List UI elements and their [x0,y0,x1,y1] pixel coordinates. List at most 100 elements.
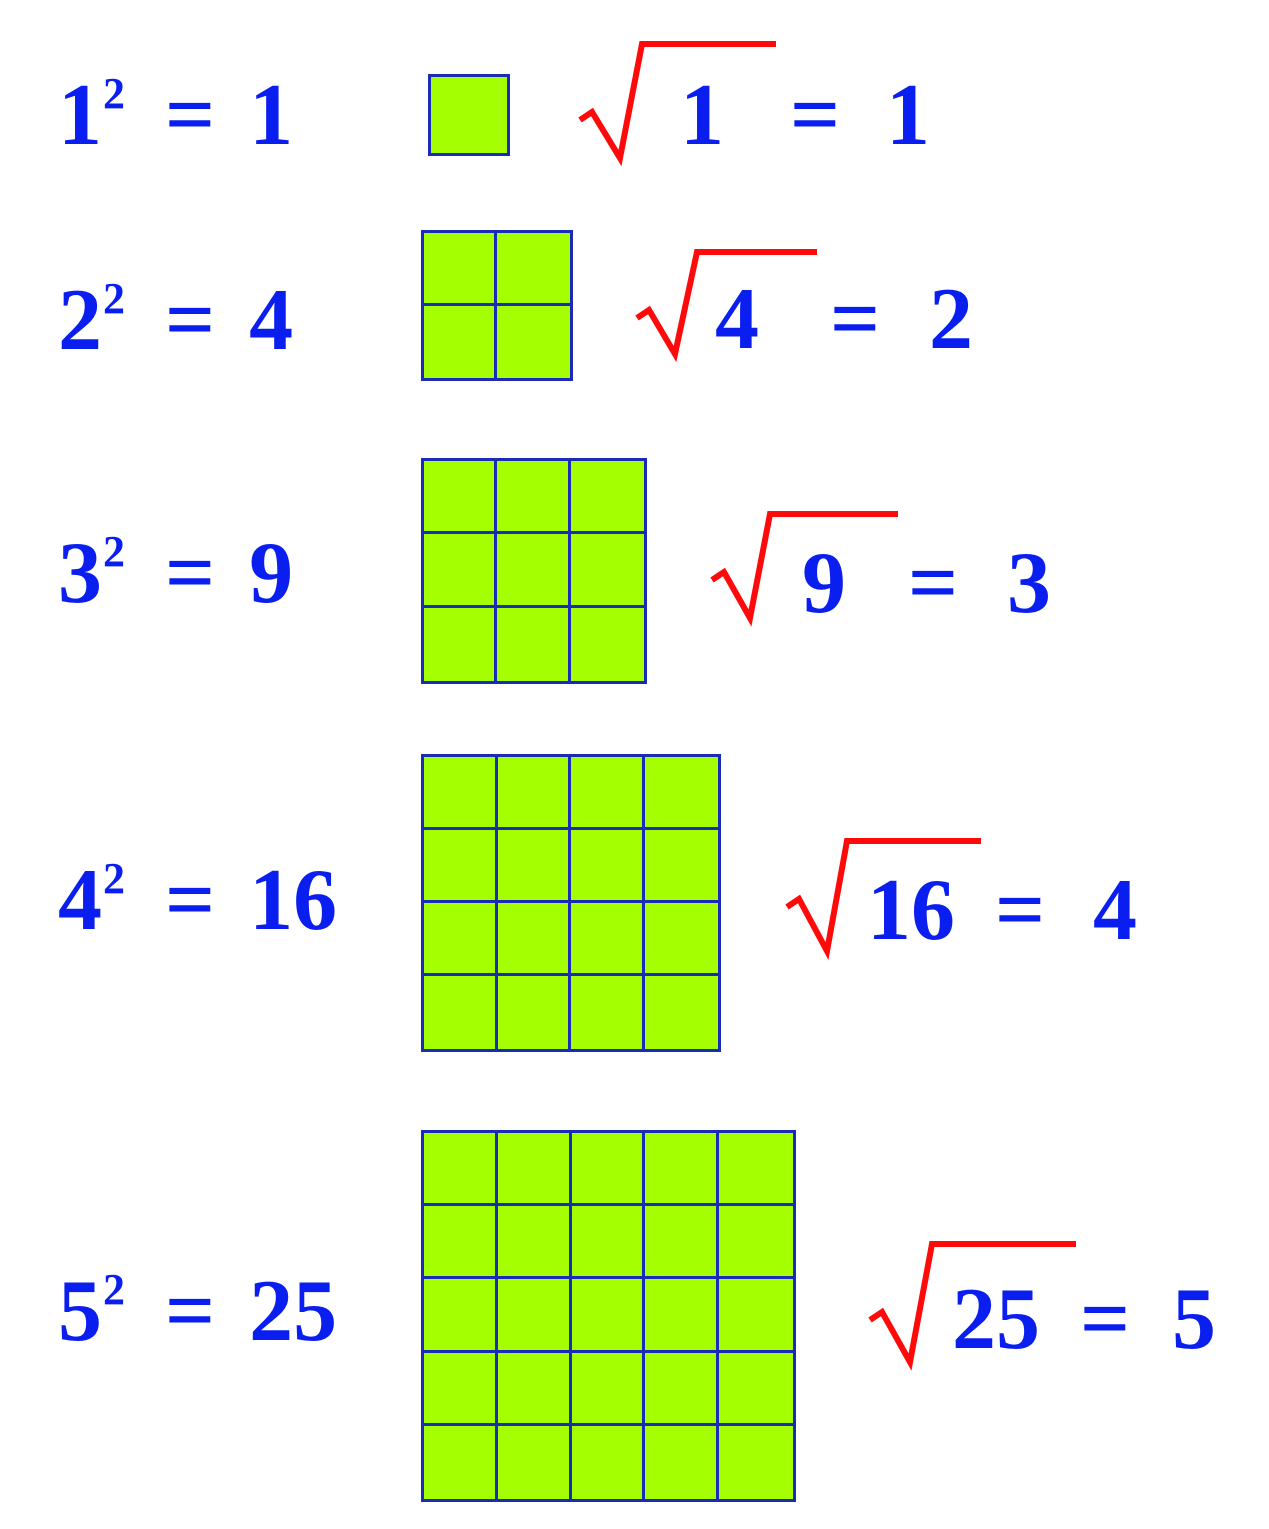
square-value: 25 [249,1263,338,1360]
root-value: 1 [886,67,930,164]
unit-square [645,1279,720,1353]
exponent: 2 [103,527,125,576]
radicand: 25 [952,1271,1040,1368]
unit-square [497,1206,572,1280]
radical-sign-icon [635,249,817,363]
unit-square [424,1425,498,1499]
root-value: 2 [929,271,973,368]
unit-square [424,1206,498,1280]
square-equation-3: 32=9 [58,530,293,618]
unit-square [424,534,498,608]
equals-sign: = [908,535,959,632]
radicand: 1 [680,67,724,164]
unit-square [570,534,644,608]
unit-square [644,757,718,830]
radicand: 9 [802,535,846,632]
square-root-expression-1: 1 = 1 [578,40,980,170]
unit-square-grid-1 [428,74,510,156]
unit-square [719,1206,793,1280]
unit-square [719,1133,793,1207]
square-value: 16 [249,852,338,949]
unit-square [497,461,571,535]
unit-square [497,607,571,681]
unit-square-grid-16 [421,754,721,1052]
unit-square [497,534,571,608]
unit-square [571,608,644,681]
unit-square [497,306,570,379]
unit-square [645,1352,720,1426]
base: 1 [58,67,102,164]
unit-square [424,233,497,306]
equals-sign: = [165,852,216,949]
unit-square [571,976,645,1049]
base: 5 [58,1263,102,1360]
radical-sign-icon [578,41,776,167]
unit-square [424,1352,498,1426]
unit-square [497,1133,572,1207]
unit-square [497,757,571,830]
square-root-expression-9: 9 = 3 [710,510,1112,640]
radical-sign-icon [785,838,981,960]
radicand: 16 [867,862,955,959]
square-equation-4: 42=16 [58,857,337,945]
unit-square-grid-25 [421,1130,796,1502]
square-equation-1: 12=1 [58,72,293,160]
unit-square [571,830,645,903]
exponent: 2 [103,274,125,323]
base: 4 [58,852,102,949]
equals-sign: = [830,271,881,368]
equals-sign: = [165,272,216,369]
radical-sign-icon [868,1241,1076,1371]
unit-square [497,903,571,976]
unit-square [497,233,570,306]
square-root-expression-4: 4 = 2 [635,248,1037,378]
unit-square [644,903,718,976]
unit-square [571,903,645,976]
unit-square [498,1425,572,1499]
unit-square-grid-4 [421,230,573,381]
unit-square [424,461,498,535]
unit-square [571,1206,646,1280]
equals-sign: = [165,525,216,622]
unit-square [498,976,571,1049]
unit-square [719,1279,793,1353]
unit-square [571,1279,646,1353]
unit-square [424,607,498,681]
unit-square [645,1425,720,1499]
unit-square [497,830,571,903]
exponent: 2 [103,1265,125,1314]
square-root-expression-16: 16 = 4 [785,837,1187,967]
square-value: 4 [249,272,294,369]
root-value: 3 [1007,535,1051,632]
unit-square [719,1353,793,1426]
square-equation-5: 52=25 [58,1268,337,1356]
equals-sign: = [165,67,216,164]
unit-square [424,305,497,378]
square-equation-2: 22=4 [58,277,293,365]
exponent: 2 [103,854,125,903]
square-value: 1 [249,67,294,164]
unit-square [431,77,507,153]
unit-square [645,1206,720,1280]
radical-sign-icon [710,511,898,627]
unit-square [570,461,644,535]
unit-square [424,1133,498,1207]
unit-square [424,757,498,830]
equals-sign: = [165,1263,216,1360]
unit-square [424,830,498,903]
unit-square [424,903,498,976]
exponent: 2 [103,69,125,118]
base: 2 [58,272,102,369]
base: 3 [58,525,102,622]
unit-square [572,1425,646,1499]
unit-square [719,1426,793,1499]
square-root-expression-25: 25 = 5 [868,1240,1269,1371]
unit-square [424,976,498,1049]
unit-square [497,1279,572,1353]
unit-square [571,1352,646,1426]
root-value: 5 [1172,1271,1216,1368]
unit-square [645,976,719,1049]
square-value: 9 [249,525,294,622]
unit-square [424,1279,498,1353]
equals-sign: = [995,862,1046,959]
